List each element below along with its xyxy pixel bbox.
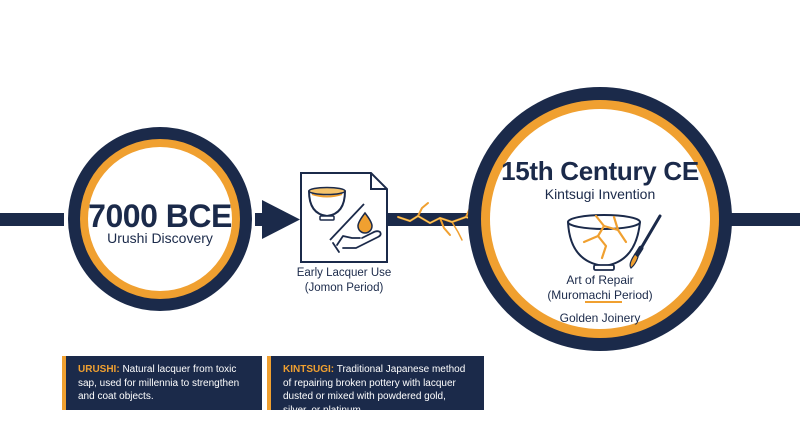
- sap-drop-icon: [357, 211, 373, 234]
- label-line-2: (Jomon Period): [304, 282, 384, 294]
- brush-icon: [629, 214, 662, 269]
- milestone-circle-7000bce-inner: [88, 147, 232, 291]
- note-text: Traditional Japanese method of repairing…: [283, 364, 466, 416]
- note-kintsugi: KINTSUGI: Traditional Japanese method of…: [267, 356, 484, 416]
- art-line-1: Art of Repair: [566, 273, 634, 287]
- milestone-golden-joinery: Golden Joinery: [559, 311, 641, 325]
- milestone-subtitle-urushi-discovery: Urushi Discovery: [107, 230, 213, 246]
- note-urushi: URUSHI: Natural lacquer from toxic sap, …: [62, 356, 262, 410]
- milestone-subtitle-kintsugi-invention: Kintsugi Invention: [544, 186, 656, 202]
- milestone-title-15th-century: 15th Century CE: [501, 156, 699, 186]
- note-text: Natural lacquer from toxic sap, used for…: [78, 364, 240, 402]
- divider-slash: [329, 203, 365, 241]
- milestone-art-of-repair: Art of Repair (Muromachi Period): [520, 273, 680, 303]
- timeline-arrowhead: [262, 200, 300, 239]
- timeline-line-right: [730, 213, 800, 226]
- timeline-line-left: [0, 213, 64, 226]
- note-keyword: URUSHI:: [78, 364, 120, 375]
- gold-crack-highlights: [397, 215, 479, 224]
- hand-icon: [332, 230, 382, 253]
- art-line-2: (Muromachi Period): [547, 288, 653, 302]
- bowl-icon: [308, 186, 346, 221]
- note-keyword: KINTSUGI:: [283, 364, 335, 375]
- milestone-title-7000bce: 7000 BCE: [88, 198, 232, 234]
- milestone-label-early-lacquer: Early Lacquer Use (Jomon Period): [282, 266, 406, 296]
- label-line-1: Early Lacquer Use: [296, 267, 392, 279]
- cracked-bowl-icon: [567, 214, 641, 271]
